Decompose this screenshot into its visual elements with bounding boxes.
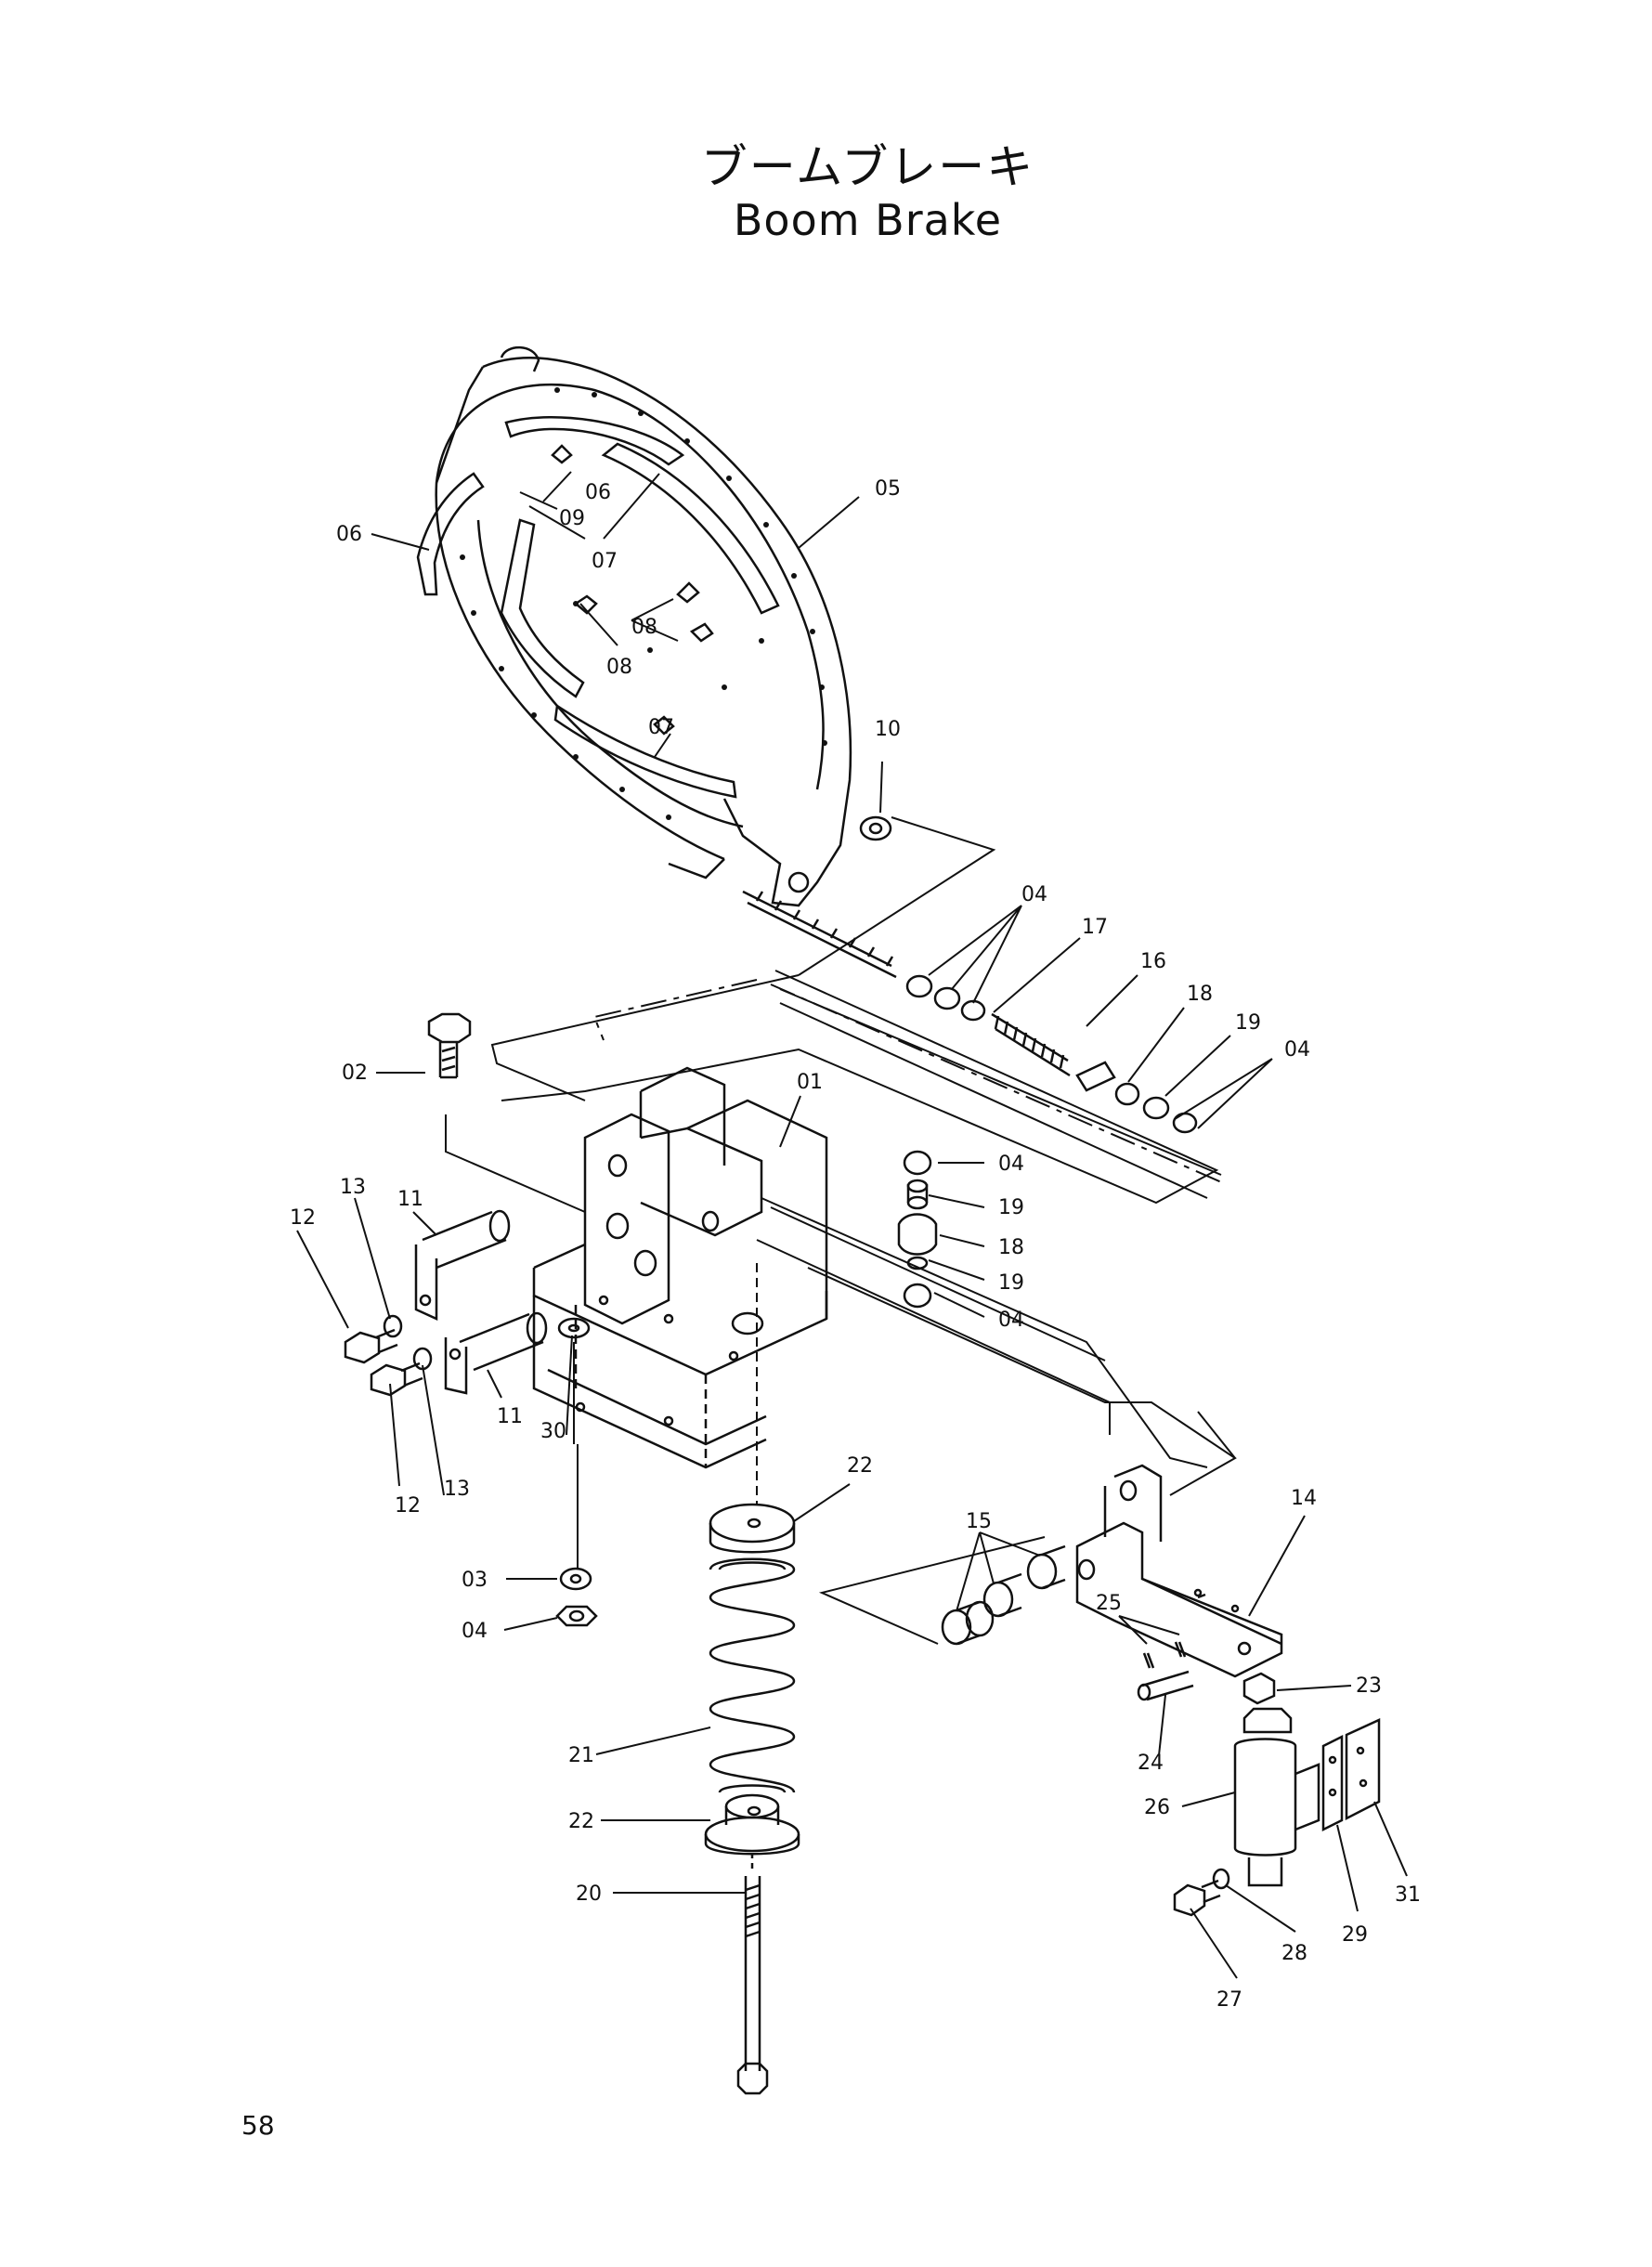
- callout-11-lower: 11: [497, 1405, 523, 1428]
- callout-08-upper: 08: [631, 616, 657, 639]
- callout-16: 16: [1140, 950, 1166, 973]
- bolt-12-lower: [370, 1362, 423, 1397]
- pin-11-lower: [444, 1311, 548, 1395]
- callout-05: 05: [875, 477, 901, 501]
- bolt-12-upper: [344, 1328, 398, 1364]
- callout-22-upper: 22: [847, 1454, 873, 1478]
- pin-24: [1137, 1670, 1194, 1701]
- callout-01: 01: [797, 1071, 823, 1094]
- callout-26: 26: [1144, 1796, 1170, 1819]
- bushing-15-b: [982, 1572, 1022, 1618]
- spring-seat-22-lower: [704, 1793, 800, 1856]
- callout-18-stack: 18: [998, 1236, 1024, 1259]
- spring-21: [709, 1557, 796, 1793]
- bushing-15-a: [941, 1600, 995, 1646]
- callout-06-left: 06: [336, 523, 362, 546]
- callout-25: 25: [1096, 1592, 1122, 1615]
- callout-19-upper: 19: [1235, 1011, 1261, 1035]
- callout-13-upper: 13: [340, 1176, 366, 1199]
- callout-29: 29: [1342, 1923, 1368, 1947]
- brake-band: [416, 345, 897, 979]
- callout-02: 02: [342, 1062, 368, 1085]
- washer-03: [559, 1567, 592, 1591]
- callout-21: 21: [568, 1744, 594, 1767]
- bolt-02: [427, 1012, 472, 1079]
- callout-19-stack-upper: 19: [998, 1196, 1024, 1219]
- callout-04-lower: 04: [462, 1620, 488, 1643]
- bracket-29: [1321, 1734, 1344, 1832]
- bracket-31: [1345, 1718, 1381, 1821]
- callout-09: 09: [559, 507, 585, 530]
- bushing-15-c: [1026, 1544, 1066, 1590]
- washer-10: [859, 815, 892, 841]
- title-japanese: ブームブレーキ: [700, 140, 1035, 194]
- leader-lines: [296, 471, 1408, 1979]
- bolt-27: [1173, 1879, 1221, 1917]
- pin-11-upper: [414, 1209, 511, 1321]
- callout-13-lower: 13: [444, 1478, 470, 1501]
- callout-19-stack-lower: 19: [998, 1271, 1024, 1295]
- bolt-20: [736, 1853, 769, 2095]
- callout-04-stack-top: 04: [998, 1153, 1024, 1176]
- callout-11-upper: 11: [397, 1188, 423, 1211]
- callout-12-upper: 12: [290, 1206, 316, 1230]
- assembly-guide-lines: [445, 816, 1237, 1645]
- washer-28: [1212, 1868, 1230, 1890]
- callout-27: 27: [1216, 1988, 1242, 2012]
- spring-seat-22-upper: [709, 1503, 796, 1554]
- callout-17: 17: [1082, 916, 1108, 939]
- callout-28: 28: [1281, 1942, 1307, 1965]
- washer-13-upper: [383, 1314, 403, 1338]
- callout-23: 23: [1356, 1674, 1382, 1698]
- callout-labels: 05 06 06 09 07 08 08 07 10 04 17 16 18 1…: [290, 477, 1421, 2012]
- callout-08-lower: 08: [606, 656, 632, 679]
- bracket-01: [532, 1066, 828, 1469]
- callout-04-upper: 04: [1021, 883, 1047, 906]
- callout-18-upper: 18: [1187, 983, 1213, 1006]
- nut-04-lower: [555, 1605, 598, 1627]
- right-hardware-stack: [897, 1150, 938, 1309]
- title-english: Boom Brake: [733, 195, 1003, 245]
- clevis-23: [1242, 1672, 1276, 1705]
- washer-30: [557, 1317, 591, 1339]
- page-number: 58: [241, 2110, 275, 2141]
- callout-04-stack-bottom: 04: [998, 1309, 1024, 1332]
- callout-03: 03: [462, 1569, 488, 1592]
- callout-07-upper: 07: [592, 550, 618, 573]
- callout-22-lower: 22: [568, 1810, 594, 1833]
- cylinder-26: [1233, 1707, 1320, 1887]
- callout-07-lower: 07: [648, 716, 674, 739]
- callout-31: 31: [1395, 1883, 1421, 1907]
- callout-15: 15: [966, 1510, 992, 1533]
- callout-30: 30: [540, 1420, 566, 1443]
- cotter-pins-25: [1142, 1641, 1187, 1669]
- callout-24: 24: [1138, 1752, 1164, 1775]
- callout-10: 10: [875, 718, 901, 741]
- callout-20: 20: [576, 1883, 602, 1906]
- callout-04-right: 04: [1284, 1038, 1310, 1062]
- callout-06-upper: 06: [585, 481, 611, 504]
- rod-hardware: [905, 974, 1198, 1134]
- callout-14: 14: [1291, 1487, 1317, 1510]
- callout-12-lower: 12: [395, 1494, 421, 1518]
- lever-14: [1075, 1464, 1283, 1678]
